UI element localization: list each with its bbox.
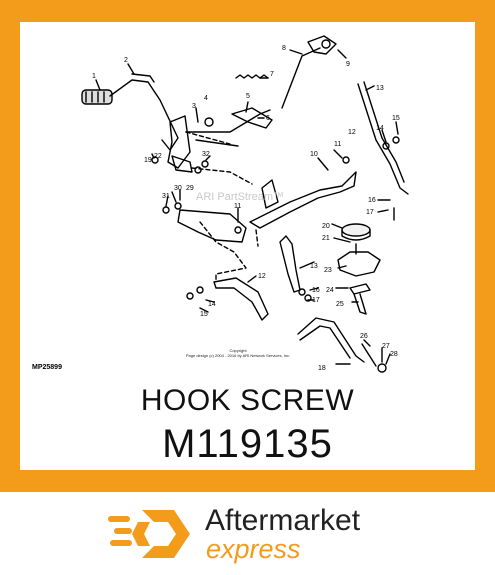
callout-14: 14	[376, 125, 384, 132]
parts-diagram: ARI PartStream™ 123456789101111121213131…	[32, 35, 409, 373]
copyright-line1: Copyright	[229, 348, 247, 353]
callout-19: 19	[144, 157, 152, 164]
callout-10: 10	[310, 151, 318, 158]
callout-11-2: 11	[234, 203, 241, 210]
callout-6: 6	[266, 115, 270, 122]
callout-2: 2	[124, 57, 128, 64]
callout-30: 30	[174, 185, 182, 192]
brand-name-line1: Aftermarket	[205, 504, 361, 537]
callout-4: 4	[204, 95, 208, 102]
callout-3: 3	[192, 103, 196, 110]
callout-23: 23	[324, 267, 332, 274]
copyright-line2: Page design (c) 2004 - 2016 by ARI Netwo…	[186, 353, 290, 358]
hexagon-speed-icon	[108, 510, 190, 558]
callout-7: 7	[270, 71, 274, 78]
brand-logo[interactable]: Aftermarket express	[108, 500, 408, 570]
callout-32: 32	[202, 151, 210, 158]
watermark-text: ARI PartStream™	[196, 191, 284, 203]
callout-29: 29	[186, 185, 194, 192]
callout-12-2: 12	[258, 273, 266, 280]
callout-20: 20	[322, 223, 330, 230]
callout-1: 1	[92, 73, 96, 80]
callout-26: 26	[360, 333, 368, 340]
callout-25: 25	[336, 301, 344, 308]
figure-code: MP25899	[32, 364, 62, 371]
brand-name-line2: express	[206, 534, 301, 564]
callout-9: 9	[346, 61, 350, 68]
part-name: HOOK SCREW	[140, 384, 355, 417]
callout-14-2: 14	[208, 301, 216, 308]
callout-18: 18	[318, 365, 326, 372]
callout-16-2: 16	[312, 287, 320, 294]
callout-21: 21	[322, 235, 330, 242]
callout-13: 13	[376, 85, 384, 92]
callout-28: 28	[390, 351, 398, 358]
callout-5: 5	[246, 93, 250, 100]
callout-12: 12	[348, 129, 356, 136]
callout-27: 27	[382, 343, 390, 350]
callout-15-2: 15	[200, 311, 208, 318]
part-number: M119135	[162, 422, 333, 466]
callout-16: 16	[368, 197, 376, 204]
callout-17-2: 17	[312, 297, 320, 304]
callout-22: 22	[154, 153, 162, 160]
callout-8: 8	[282, 45, 286, 52]
callout-24: 24	[326, 287, 334, 294]
callout-17: 17	[366, 209, 374, 216]
callout-11: 11	[334, 141, 341, 148]
callout-31: 31	[162, 193, 170, 200]
callout-13-2: 13	[310, 263, 318, 270]
callout-15: 15	[392, 115, 400, 122]
